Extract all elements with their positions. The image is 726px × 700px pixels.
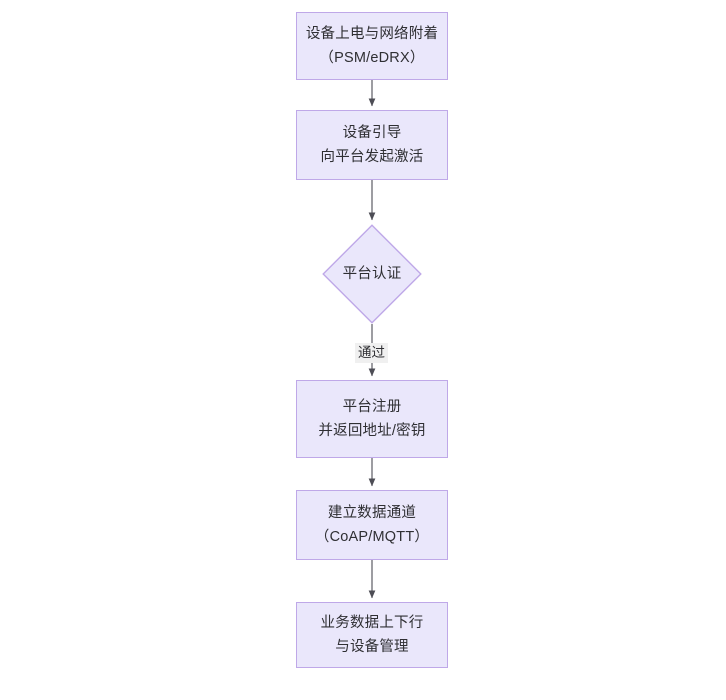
flow-node-line: 设备引导: [342, 125, 402, 141]
flow-node-device-power-on[interactable]: 设备上电与网络附着 （PSM/eDRX）: [296, 12, 448, 80]
diamond-shape: [322, 224, 422, 324]
flow-node-establish-data-channel[interactable]: 建立数据通道 （CoAP/MQTT）: [296, 490, 448, 560]
edge-label-pass: 通过: [355, 343, 388, 363]
flow-node-platform-registration[interactable]: 平台注册 并返回地址/密钥: [296, 380, 448, 458]
flow-node-line: 平台认证: [342, 266, 402, 282]
flow-node-line: 设备上电与网络附着: [305, 26, 439, 42]
flow-node-line: 向平台发起激活: [320, 149, 424, 165]
flow-node-line: （PSM/eDRX）: [319, 50, 425, 66]
flow-node-line: （CoAP/MQTT）: [314, 529, 430, 545]
flow-node-business-data-and-device-management[interactable]: 业务数据上下行 与设备管理: [296, 602, 448, 668]
flow-node-line: 建立数据通道: [327, 505, 417, 521]
edge-label-text: 通过: [358, 345, 385, 360]
flow-node-line: 平台注册: [342, 399, 402, 415]
flow-node-platform-authentication[interactable]: 平台认证: [322, 224, 422, 324]
flow-node-line: 与设备管理: [335, 639, 409, 655]
flow-node-line: 并返回地址/密钥: [318, 423, 426, 439]
flow-node-line: 业务数据上下行: [320, 615, 424, 631]
flow-node-device-bootstrap[interactable]: 设备引导 向平台发起激活: [296, 110, 448, 180]
